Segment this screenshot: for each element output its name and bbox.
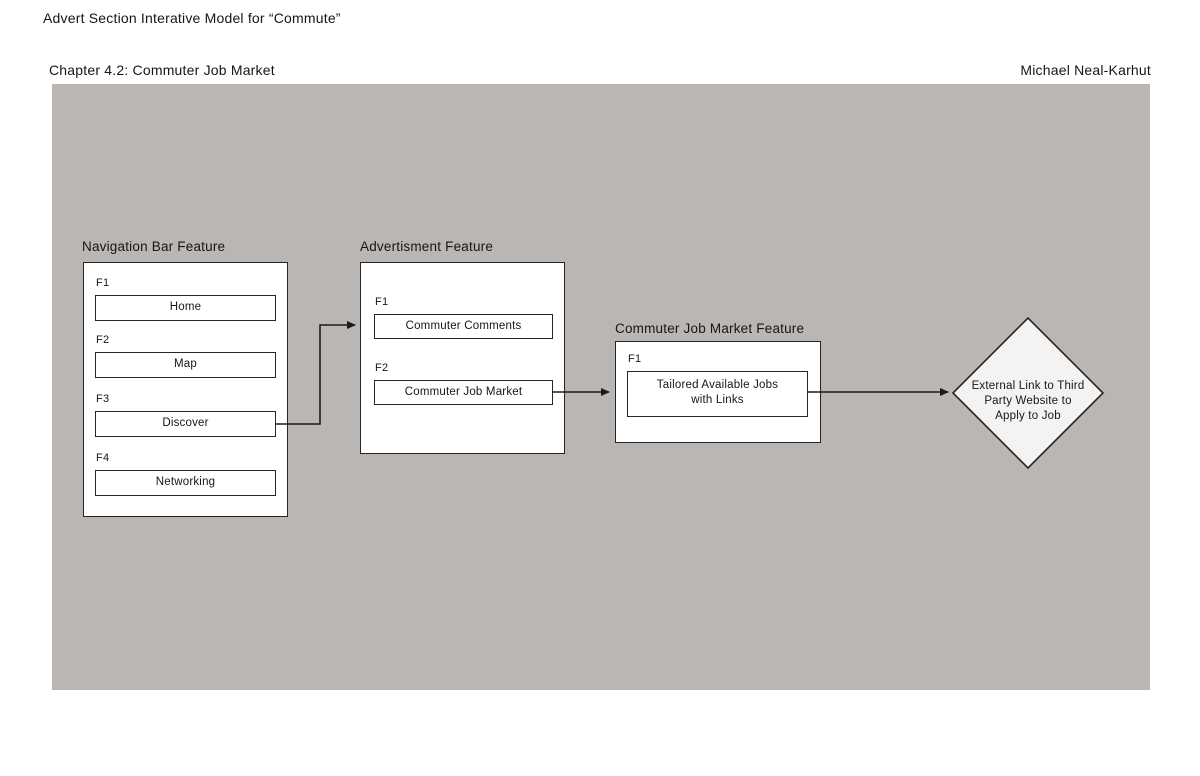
terminal-line1: External Link to Third bbox=[971, 380, 1085, 392]
f-label-nav-f1: F1 bbox=[96, 277, 110, 289]
advert-item-commuter-job-market: Commuter Job Market bbox=[374, 380, 553, 405]
f-label-advert-f1: F1 bbox=[375, 296, 389, 308]
nav-item-home: Home bbox=[95, 295, 276, 321]
f-label-jobmarket-f1: F1 bbox=[628, 353, 642, 365]
terminal-line2: Party Website to bbox=[984, 395, 1072, 407]
diagram-canvas: Navigation Bar Feature F1 Home F2 Map F3… bbox=[52, 84, 1150, 690]
author-label: Michael Neal-Karhut bbox=[1020, 62, 1151, 78]
advert-item-commuter-comments: Commuter Comments bbox=[374, 314, 553, 339]
terminal-line3: Apply to Job bbox=[995, 410, 1061, 422]
nav-item-networking: Networking bbox=[95, 470, 276, 496]
chapter-label: Chapter 4.2: Commuter Job Market bbox=[49, 62, 275, 78]
f-label-nav-f3: F3 bbox=[96, 393, 110, 405]
jobmarket-item-tailored-jobs: Tailored Available Jobs with Links bbox=[627, 371, 808, 417]
subheader-row: Chapter 4.2: Commuter Job Market Michael… bbox=[49, 62, 1151, 78]
f-label-nav-f4: F4 bbox=[96, 452, 110, 464]
page-title: Advert Section Interative Model for “Com… bbox=[43, 10, 341, 26]
feature-box-advertisment bbox=[360, 262, 565, 454]
f-label-advert-f2: F2 bbox=[375, 362, 389, 374]
nav-item-map: Map bbox=[95, 352, 276, 378]
feature-label-navigation-bar: Navigation Bar Feature bbox=[82, 239, 226, 254]
jobmarket-item-line1: Tailored Available Jobs bbox=[656, 379, 779, 391]
nav-item-discover: Discover bbox=[95, 411, 276, 437]
f-label-nav-f2: F2 bbox=[96, 334, 110, 346]
jobmarket-item-line2: with Links bbox=[691, 394, 744, 406]
feature-label-commuter-job-market: Commuter Job Market Feature bbox=[615, 321, 805, 336]
terminal-label: External Link to Third Party Website to … bbox=[958, 379, 1098, 424]
feature-label-advertisment: Advertisment Feature bbox=[360, 239, 494, 254]
